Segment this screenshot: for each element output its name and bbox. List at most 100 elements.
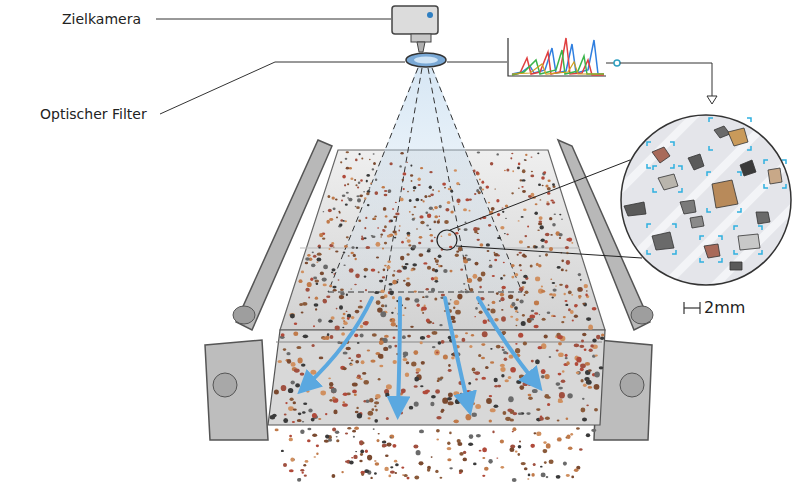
zoom-spot bbox=[437, 230, 457, 250]
particle bbox=[481, 272, 486, 277]
particle bbox=[490, 408, 496, 412]
particle bbox=[297, 478, 301, 482]
particle bbox=[379, 340, 384, 344]
particle bbox=[355, 310, 360, 314]
particle bbox=[581, 289, 583, 290]
particle bbox=[519, 375, 524, 379]
particle bbox=[429, 171, 432, 173]
particle bbox=[313, 255, 317, 258]
particle bbox=[385, 393, 389, 397]
camera-nozzle bbox=[417, 42, 425, 52]
particle bbox=[577, 287, 582, 292]
particle bbox=[386, 443, 391, 447]
arrow-head bbox=[707, 96, 717, 104]
particle bbox=[464, 290, 469, 293]
particle bbox=[373, 153, 375, 154]
particle bbox=[319, 357, 324, 360]
particle bbox=[494, 259, 497, 261]
particle bbox=[378, 271, 380, 273]
particle bbox=[582, 418, 587, 422]
particle bbox=[482, 475, 485, 477]
particle bbox=[319, 247, 321, 249]
particle bbox=[561, 379, 566, 383]
particle bbox=[287, 359, 291, 364]
particle bbox=[497, 153, 499, 155]
particle bbox=[417, 304, 420, 307]
particle bbox=[297, 419, 302, 422]
particle bbox=[389, 288, 392, 290]
particle bbox=[454, 169, 457, 172]
particle bbox=[565, 354, 568, 357]
particle bbox=[467, 258, 471, 261]
particle bbox=[556, 350, 559, 352]
particle bbox=[479, 450, 482, 452]
particle bbox=[387, 261, 391, 263]
particle bbox=[590, 344, 594, 347]
particle bbox=[478, 191, 481, 194]
particle bbox=[382, 444, 387, 447]
particle bbox=[450, 211, 453, 214]
particle bbox=[579, 297, 581, 298]
particle bbox=[348, 255, 350, 256]
particle bbox=[406, 237, 408, 238]
particle bbox=[510, 367, 516, 373]
particle bbox=[588, 369, 592, 371]
leader-line bbox=[160, 62, 405, 114]
particle bbox=[476, 172, 480, 175]
particle bbox=[523, 275, 527, 278]
particle bbox=[404, 474, 408, 477]
particle bbox=[450, 299, 452, 300]
particle bbox=[296, 346, 301, 349]
particle bbox=[329, 399, 332, 402]
particle bbox=[331, 389, 336, 394]
particle bbox=[534, 432, 537, 434]
particle bbox=[317, 257, 322, 261]
particle bbox=[369, 187, 371, 188]
flow-arrows bbox=[306, 298, 535, 408]
particle bbox=[413, 350, 418, 355]
particle bbox=[443, 269, 447, 273]
particle bbox=[294, 369, 300, 373]
particle bbox=[410, 174, 413, 177]
particle bbox=[294, 322, 297, 325]
particle bbox=[415, 198, 419, 201]
particle bbox=[539, 221, 543, 223]
camera-lens bbox=[427, 12, 433, 18]
particle bbox=[484, 467, 489, 471]
particle bbox=[503, 262, 505, 264]
particle bbox=[574, 469, 579, 473]
particle bbox=[469, 434, 474, 439]
particle bbox=[524, 294, 526, 296]
particle bbox=[326, 220, 330, 224]
particle bbox=[559, 392, 565, 398]
particle bbox=[511, 264, 515, 267]
particle bbox=[582, 303, 585, 305]
particle bbox=[574, 315, 578, 318]
particle bbox=[575, 362, 579, 366]
particle bbox=[439, 205, 442, 208]
particle bbox=[479, 186, 482, 189]
particle bbox=[414, 206, 417, 208]
particle bbox=[512, 412, 517, 415]
particle bbox=[530, 175, 534, 178]
particle bbox=[373, 218, 376, 220]
particle bbox=[386, 384, 392, 389]
particle bbox=[335, 430, 339, 434]
particle bbox=[355, 273, 360, 278]
particle bbox=[466, 414, 472, 420]
particle bbox=[518, 220, 520, 221]
particle bbox=[522, 179, 526, 181]
particle bbox=[486, 185, 490, 188]
particle bbox=[428, 195, 431, 197]
particle bbox=[514, 273, 518, 277]
particle bbox=[359, 440, 364, 445]
particle bbox=[455, 399, 460, 404]
particle bbox=[390, 318, 396, 322]
particle bbox=[468, 442, 473, 446]
particle bbox=[422, 296, 425, 298]
particle bbox=[346, 236, 349, 238]
particle bbox=[471, 334, 474, 337]
particle bbox=[420, 385, 423, 387]
particle bbox=[525, 235, 528, 237]
particle bbox=[366, 192, 369, 195]
